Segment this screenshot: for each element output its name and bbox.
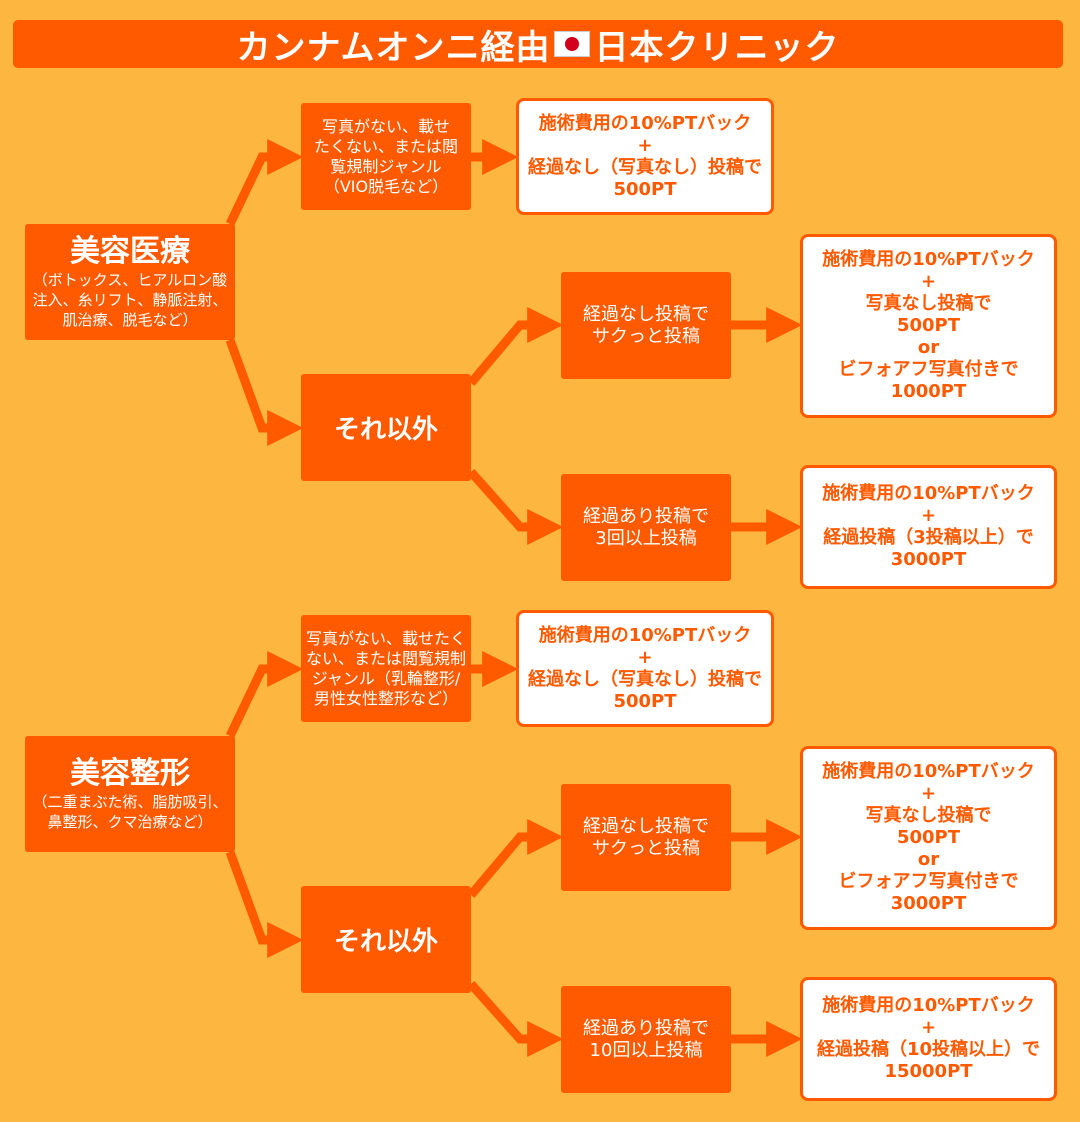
arrow-to-no-photo (225, 139, 304, 226)
category-subtitle-line: 肌治療、脱毛など） (62, 311, 198, 329)
progress-reward-line: 経過投稿（10投稿以上）で (816, 1039, 1041, 1060)
no-photo-reward-line: + (637, 134, 653, 156)
quick-reward-line: + (920, 783, 937, 804)
quick-reward-line: 3000PT (890, 893, 967, 914)
no-photo-reward-line: 500PT (613, 178, 677, 200)
progress-post-line: 3回以上投稿 (595, 527, 697, 549)
no-photo-reward-line: 経過なし（写真なし）投稿で (528, 156, 762, 178)
quick-post-line: サクっと投稿 (592, 837, 700, 859)
category-subtitle-line: （二重まぶた術、脂肪吸引、 (32, 793, 228, 811)
no-photo-condition-line: 写真がない、載せ (321, 116, 450, 136)
progress-post-line: 経過あり投稿で (583, 1017, 709, 1039)
quick-post-line: 経過なし投稿で (583, 303, 709, 325)
quick-reward-line: 500PT (896, 315, 961, 336)
no-photo-condition-line: ジャンル（乳輪整形/ (311, 668, 461, 688)
progress-reward-line: + (920, 1017, 937, 1038)
category-subtitle-line: 鼻整形、クマ治療など） (47, 813, 213, 831)
progress-post-line: 10回以上投稿 (589, 1039, 703, 1061)
quick-reward-line: or (917, 849, 940, 870)
progress-reward-line: + (920, 505, 937, 526)
title-text-before: カンナムオンニ経由 (236, 27, 551, 68)
category-title: 美容医療 (70, 234, 190, 269)
category-title: 美容整形 (70, 756, 190, 791)
other-box: それ以外 (301, 374, 471, 481)
arrow-to-no-photo (225, 651, 304, 738)
page-title: カンナムオンニ経由 日本クリニック (13, 20, 1063, 68)
progress-post-line: 経過あり投稿で (583, 505, 709, 527)
quick-post-line: 経過なし投稿で (583, 815, 709, 837)
quick-post-box: 経過なし投稿でサクっと投稿 (561, 784, 731, 891)
quick-reward-line: ビフォアフ写真付きで (838, 871, 1019, 892)
arrow-to-other (225, 850, 304, 958)
no-photo-reward-line: 500PT (613, 690, 677, 712)
no-photo-reward-line: 施術費用の10%PTバック (538, 624, 752, 646)
no-photo-condition-line: 覧規制ジャンル (330, 156, 442, 176)
quick-reward-line: 写真なし投稿で (865, 805, 992, 826)
quick-reward-line: 施術費用の10%PTバック (822, 249, 1035, 270)
no-photo-condition-line: たくない、または閲 (313, 136, 458, 156)
progress-reward-line: 施術費用の10%PTバック (822, 483, 1035, 504)
quick-post-line: サクっと投稿 (592, 325, 700, 347)
no-photo-condition-line: ない、または閲覧規制 (305, 648, 466, 668)
no-photo-reward-line: 経過なし（写真なし）投稿で (528, 668, 762, 690)
category-subtitle: （ボトックス、ヒアルロン酸注入、糸リフト、静脈注射、肌治療、脱毛など） (33, 270, 228, 330)
arrow-to-progress-post (467, 469, 564, 545)
quick-reward-line: ビフォアフ写真付きで (838, 359, 1019, 380)
no-photo-condition-line: 男性女性整形など） (313, 688, 458, 708)
no-photo-condition-line: （VIO脱毛など） (323, 176, 449, 196)
progress-reward-line: 3000PT (890, 549, 967, 570)
category-subtitle: （二重まぶた術、脂肪吸引、鼻整形、クマ治療など） (32, 792, 227, 832)
category-subtitle-line: 注入、糸リフト、静脈注射、 (32, 291, 228, 309)
progress-reward-line: 施術費用の10%PTバック (822, 995, 1035, 1016)
no-photo-reward-line: + (637, 646, 653, 668)
title-text-after: 日本クリニック (594, 27, 840, 68)
progress-reward-line: 15000PT (884, 1061, 973, 1082)
no-photo-condition-line: 写真がない、載せたく (305, 628, 466, 648)
arrow-to-other (225, 338, 304, 446)
arrow-to-quick-post (467, 819, 564, 898)
quick-reward-line: + (920, 271, 937, 292)
arrow-to-progress-post (467, 981, 564, 1057)
quick-reward-line: 1000PT (890, 381, 967, 402)
quick-reward-line: 500PT (896, 827, 961, 848)
no-photo-reward-line: 施術費用の10%PTバック (538, 112, 752, 134)
category-box: 美容整形（二重まぶた術、脂肪吸引、鼻整形、クマ治療など） (25, 736, 235, 852)
quick-reward-line: or (917, 337, 940, 358)
category-box: 美容医療（ボトックス、ヒアルロン酸注入、糸リフト、静脈注射、肌治療、脱毛など） (25, 224, 235, 340)
quick-reward-line: 写真なし投稿で (865, 293, 992, 314)
progress-reward-line: 経過投稿（3投稿以上）で (823, 527, 1034, 548)
category-subtitle-line: （ボトックス、ヒアルロン酸 (32, 271, 228, 289)
quick-post-box: 経過なし投稿でサクっと投稿 (561, 272, 731, 379)
other-box: それ以外 (301, 886, 471, 993)
japan-flag-icon (554, 31, 591, 57)
quick-reward-line: 施術費用の10%PTバック (822, 761, 1035, 782)
no-photo-condition-box: 写真がない、載せたくない、または閲覧規制ジャンル（VIO脱毛など） (301, 103, 471, 210)
arrow-to-quick-post (467, 307, 564, 386)
no-photo-condition-box: 写真がない、載せたくない、または閲覧規制ジャンル（乳輪整形/男性女性整形など） (301, 615, 471, 722)
